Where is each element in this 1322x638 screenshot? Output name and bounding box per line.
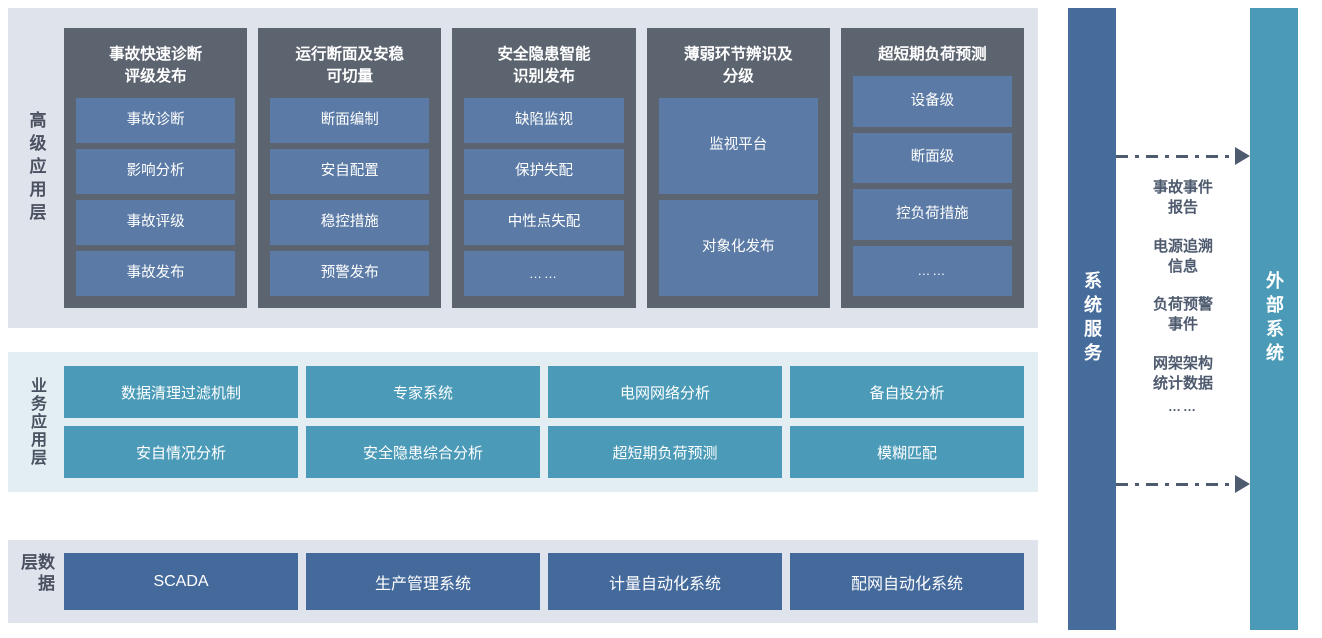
business-box[interactable]: 备自投分析 bbox=[790, 366, 1024, 418]
group-items: 缺陷监视 保护失配 中性点失配 …… bbox=[464, 98, 624, 296]
flow-arrow-top bbox=[1116, 147, 1250, 165]
external-system-bar[interactable]: 外部系统 bbox=[1250, 8, 1298, 630]
business-box[interactable]: 专家系统 bbox=[306, 366, 540, 418]
business-box[interactable]: 数据清理过滤机制 bbox=[64, 366, 298, 418]
item-box[interactable]: 控负荷措施 bbox=[852, 189, 1013, 240]
business-row: 安自情况分析 安全隐患综合分析 超短期负荷预测 模糊匹配 bbox=[64, 426, 1024, 478]
group-card-weak-link[interactable]: 薄弱环节辨识及 分级 监视平台 对象化发布 bbox=[646, 28, 830, 308]
data-layer-label: 数据层 bbox=[8, 553, 64, 610]
group-title: 事故快速诊断 评级发布 bbox=[109, 46, 203, 85]
flow-label: 网架架构 统计数据 bbox=[1152, 354, 1213, 392]
business-layer-label-text: 业务应用层 bbox=[28, 377, 45, 467]
item-box[interactable]: 保护失配 bbox=[464, 149, 624, 194]
business-layer-rows: 数据清理过滤机制 专家系统 电网网络分析 备自投分析 安自情况分析 安全隐患综合… bbox=[64, 366, 1024, 478]
dash-dot-line bbox=[1116, 154, 1235, 158]
flow-zone: 事故事件 报告 电源追溯 信息 负荷预警 事件 网架架构 统计数据 …… bbox=[1116, 8, 1250, 630]
group-title: 超短期负荷预测 bbox=[878, 46, 987, 63]
group-card-operating-section[interactable]: 运行断面及安稳 可切量 断面编制 安自配置 稳控措施 预警发布 bbox=[258, 28, 442, 308]
group-title: 薄弱环节辨识及 分级 bbox=[683, 46, 793, 85]
flow-label: 负荷预警 事件 bbox=[1152, 296, 1213, 334]
group-card-load-forecast[interactable]: 超短期负荷预测 设备级 断面级 控负荷措施 …… bbox=[840, 28, 1025, 308]
group-card-safety-hazard[interactable]: 安全隐患智能 识别发布 缺陷监视 保护失配 中性点失配 …… bbox=[452, 28, 636, 308]
item-box[interactable]: 预警发布 bbox=[270, 251, 430, 296]
item-box[interactable]: 影响分析 bbox=[76, 149, 236, 194]
item-box[interactable]: 事故发布 bbox=[76, 251, 236, 296]
group-title: 运行断面及安稳 可切量 bbox=[295, 46, 405, 85]
item-box[interactable]: 缺陷监视 bbox=[464, 98, 624, 143]
advanced-application-layer: 高级应用层 事故快速诊断 评级发布 事故诊断 影响分析 事故评级 事故发布 运行… bbox=[8, 8, 1038, 328]
advanced-layer-label-text: 高级应用层 bbox=[26, 110, 46, 226]
item-box[interactable]: 中性点失配 bbox=[464, 200, 624, 245]
advanced-layer-label: 高级应用层 bbox=[8, 28, 64, 308]
business-row: 数据清理过滤机制 专家系统 电网网络分析 备自投分析 bbox=[64, 366, 1024, 418]
dash-dot-line bbox=[1116, 482, 1235, 486]
data-layer-items: SCADA 生产管理系统 计量自动化系统 配网自动化系统 bbox=[64, 553, 1024, 610]
item-box[interactable]: 对象化发布 bbox=[658, 200, 818, 296]
item-box[interactable]: 监视平台 bbox=[658, 98, 818, 194]
flow-label: 电源追溯 信息 bbox=[1152, 237, 1213, 275]
group-items: 事故诊断 影响分析 事故评级 事故发布 bbox=[76, 98, 236, 296]
item-box-ellipsis[interactable]: …… bbox=[464, 251, 624, 296]
item-box[interactable]: 事故诊断 bbox=[76, 98, 236, 143]
business-layer-label: 业务应用层 bbox=[8, 366, 64, 478]
layer-stack: 高级应用层 事故快速诊断 评级发布 事故诊断 影响分析 事故评级 事故发布 运行… bbox=[8, 0, 1038, 638]
item-box[interactable]: 断面编制 bbox=[270, 98, 430, 143]
arrow-head-icon bbox=[1235, 147, 1250, 165]
advanced-layer-groups: 事故快速诊断 评级发布 事故诊断 影响分析 事故评级 事故发布 运行断面及安稳 … bbox=[64, 28, 1025, 308]
flow-label-list: 事故事件 报告 电源追溯 信息 负荷预警 事件 网架架构 统计数据 …… bbox=[1116, 178, 1250, 416]
flow-label: 事故事件 报告 bbox=[1152, 179, 1213, 217]
item-box[interactable]: 安自配置 bbox=[270, 149, 430, 194]
data-source-box[interactable]: SCADA bbox=[64, 553, 298, 610]
item-box[interactable]: 设备级 bbox=[852, 76, 1013, 127]
group-items: 断面编制 安自配置 稳控措施 预警发布 bbox=[270, 98, 430, 296]
group-title: 安全隐患智能 识别发布 bbox=[497, 46, 591, 85]
data-layer-label-text: 数据层 bbox=[18, 553, 54, 595]
group-items: 监视平台 对象化发布 bbox=[658, 98, 818, 296]
business-box[interactable]: 电网网络分析 bbox=[548, 366, 782, 418]
business-box[interactable]: 超短期负荷预测 bbox=[548, 426, 782, 478]
data-source-box[interactable]: 生产管理系统 bbox=[306, 553, 540, 610]
business-application-layer: 业务应用层 数据清理过滤机制 专家系统 电网网络分析 备自投分析 安自情况分析 … bbox=[8, 352, 1038, 492]
item-box[interactable]: 事故评级 bbox=[76, 200, 236, 245]
data-source-box[interactable]: 配网自动化系统 bbox=[790, 553, 1024, 610]
system-service-label: 系统服务 bbox=[1082, 271, 1102, 367]
item-box[interactable]: 稳控措施 bbox=[270, 200, 430, 245]
data-source-box[interactable]: 计量自动化系统 bbox=[548, 553, 782, 610]
group-card-accident-diagnosis[interactable]: 事故快速诊断 评级发布 事故诊断 影响分析 事故评级 事故发布 bbox=[64, 28, 248, 308]
item-box-ellipsis[interactable]: …… bbox=[852, 245, 1013, 296]
flow-label-ellipsis: …… bbox=[1168, 399, 1198, 414]
item-box[interactable]: 断面级 bbox=[852, 132, 1013, 183]
system-service-bar[interactable]: 系统服务 bbox=[1068, 8, 1116, 630]
business-box[interactable]: 模糊匹配 bbox=[790, 426, 1024, 478]
business-box[interactable]: 安自情况分析 bbox=[64, 426, 298, 478]
arrow-head-icon bbox=[1235, 475, 1250, 493]
business-box[interactable]: 安全隐患综合分析 bbox=[306, 426, 540, 478]
data-layer: 数据层 SCADA 生产管理系统 计量自动化系统 配网自动化系统 bbox=[8, 540, 1038, 623]
external-system-label: 外部系统 bbox=[1264, 271, 1284, 367]
group-items: 设备级 断面级 控负荷措施 …… bbox=[852, 76, 1013, 296]
flow-arrow-bottom bbox=[1116, 475, 1250, 493]
